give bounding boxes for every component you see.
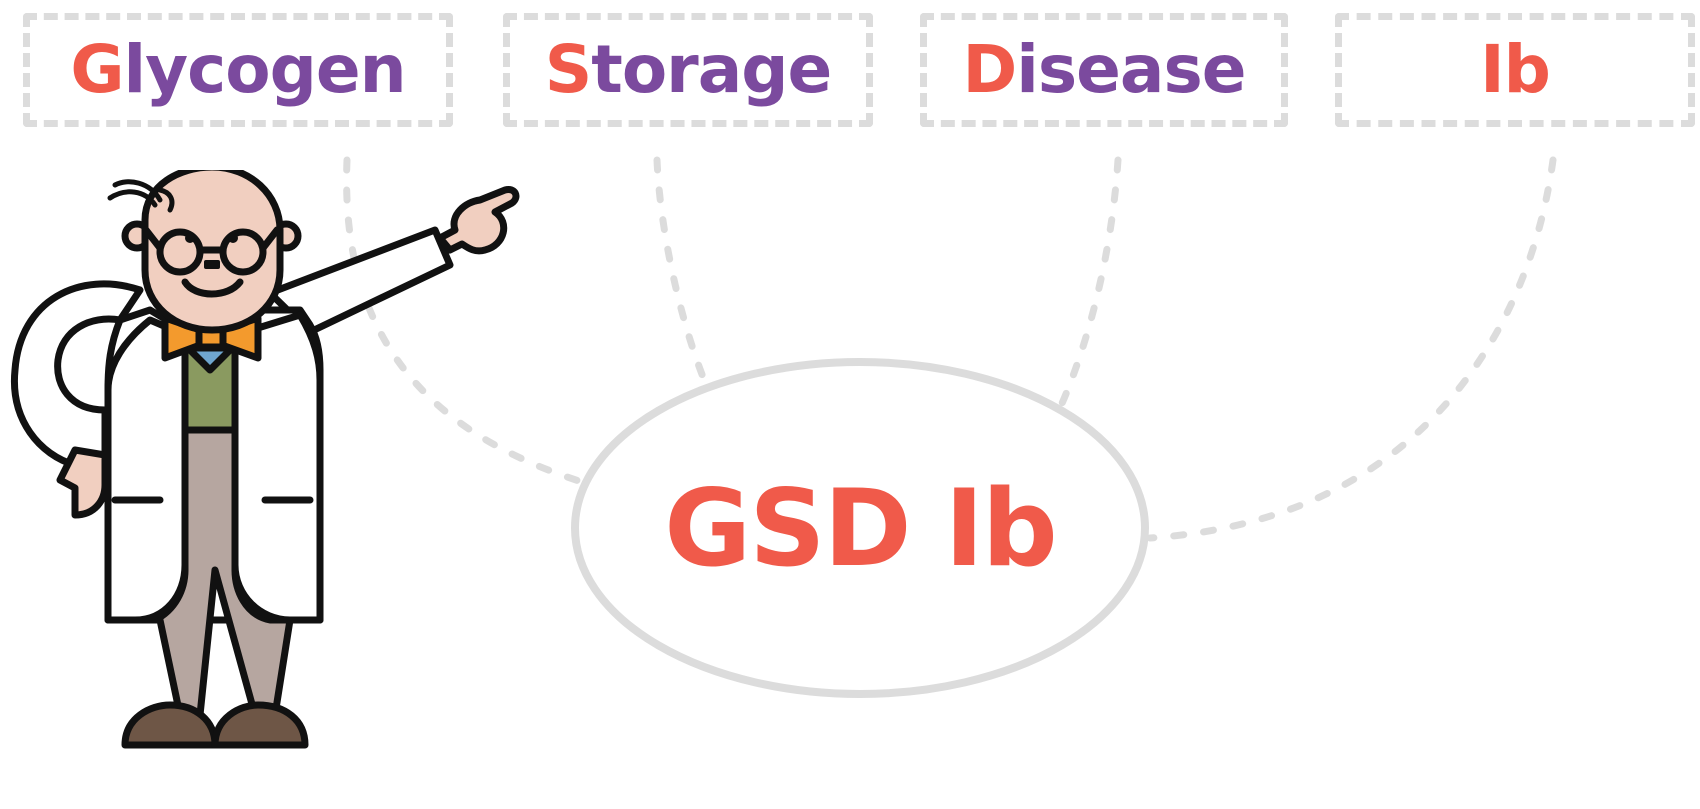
term-rest: torage: [591, 31, 832, 108]
smile: [181, 278, 244, 298]
hair-wisp-2: [112, 179, 163, 203]
glasses-arm-right: [259, 226, 281, 252]
term-initial: G: [70, 31, 124, 108]
term-box-ib: Ib: [1335, 13, 1695, 127]
pointing-hand: [436, 185, 520, 255]
term-initial: S: [544, 31, 593, 108]
eye-right: [228, 233, 238, 243]
hair-wisp-1: [107, 189, 158, 208]
term-rest: lycogen: [123, 31, 407, 108]
nose: [204, 260, 220, 269]
connector-storage: [653, 156, 709, 386]
term-initial: Ib: [1480, 31, 1551, 108]
connector-glycogen: [343, 156, 586, 486]
connector-disease: [1056, 156, 1122, 412]
eye-left: [185, 233, 195, 243]
scientist-pointing-icon: [10, 170, 520, 749]
shoe-right: [211, 701, 309, 749]
connector-ib: [1146, 156, 1557, 542]
coat-panel-left: [104, 316, 189, 624]
term-initial: D: [962, 31, 1017, 108]
coat-panel-right: [231, 311, 324, 624]
acronym-text: GSD Ib: [664, 466, 1058, 590]
glasses-arm-left: [142, 226, 164, 252]
shoe-left: [121, 701, 219, 749]
acronym-ellipse: [571, 358, 1149, 698]
back-hand: [56, 446, 109, 519]
acronym-label: GSD Ib: [570, 360, 1150, 696]
term-rest: isease: [1016, 31, 1246, 108]
hair-wisp-3: [157, 187, 175, 213]
